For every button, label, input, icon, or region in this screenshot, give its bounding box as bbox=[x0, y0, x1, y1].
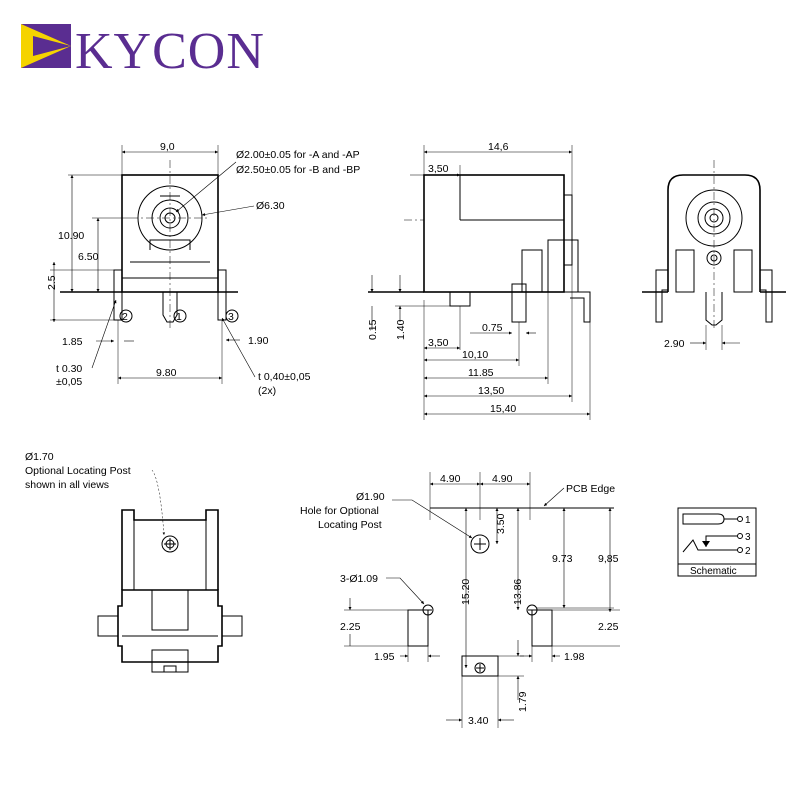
bottom-base bbox=[117, 589, 223, 663]
note-post-optional: Optional Locating Post bbox=[25, 465, 131, 477]
dim-pcb-1520: 15.20 bbox=[460, 579, 472, 605]
dim-side-1350: 13,50 bbox=[478, 385, 504, 397]
dim-side-140: 1.40 bbox=[395, 319, 407, 340]
dim-front-height-center: 6.50 bbox=[78, 251, 99, 263]
dim-side-350-bottom: 3,50 bbox=[428, 337, 449, 349]
note-post-dia: Ø1.70 bbox=[25, 451, 54, 463]
kycon-logo: KYCON bbox=[21, 23, 265, 80]
schematic-pin-contact bbox=[682, 513, 725, 525]
dim-front-pin-height: 2.5 bbox=[46, 275, 58, 290]
dim-side-350-top: 3,50 bbox=[428, 163, 449, 175]
side-view: 14,6 3,50 0.15 1.40 3,50 0.75 10,10 11.8… bbox=[367, 141, 591, 420]
dim-pcb-179: 1.79 bbox=[517, 691, 529, 712]
pcb-layout: 4.90 4.90 PCB Edge Ø1.90 Hole for Option… bbox=[300, 472, 620, 728]
dim-pin-offset-right: 1.90 bbox=[248, 335, 269, 347]
dim-pcb-1386: 13.86 bbox=[512, 579, 524, 605]
dim-pcb-350: 3.50 bbox=[495, 513, 507, 534]
schematic-frame bbox=[677, 507, 757, 577]
dim-pcb-973: 9.73 bbox=[552, 553, 573, 565]
note-pad-holes: 3-Ø1.09 bbox=[340, 573, 378, 585]
note-hole-optional: Hole for Optional bbox=[300, 505, 379, 517]
bottom-post bbox=[161, 535, 179, 553]
pin-label-circle-3 bbox=[225, 309, 239, 323]
schematic-pin-2: 2 bbox=[745, 546, 751, 557]
dim-front-span: 9.80 bbox=[156, 367, 177, 379]
schematic-pin-3: 3 bbox=[745, 532, 751, 543]
dim-pcb-340: 3.40 bbox=[468, 715, 489, 727]
bottom-view: Ø1.70 Optional Locating Post shown in al… bbox=[25, 451, 243, 673]
schematic: 1 3 2 Schematic bbox=[677, 507, 757, 577]
rear-body bbox=[667, 174, 761, 292]
label-pcb-edge: PCB Edge bbox=[566, 483, 615, 495]
dim-side-1010: 10,10 bbox=[462, 349, 488, 361]
dim-pcb-490-right: 4.90 bbox=[492, 473, 513, 485]
front-view: 2 1 3 9,0 Ø2.00±0.05 for -A and -AP Ø2.5… bbox=[46, 141, 360, 397]
dim-side-015: 0.15 bbox=[367, 319, 379, 340]
note-thickness-1a: t 0.30 bbox=[56, 363, 82, 375]
note-hole-dia: Ø1.90 bbox=[356, 491, 385, 503]
dim-front-width: 9,0 bbox=[160, 141, 175, 153]
dim-side-1540: 15,40 bbox=[490, 403, 516, 415]
schematic-pin-1: 1 bbox=[745, 515, 751, 526]
pin-label-circle-1 bbox=[173, 309, 187, 323]
dim-pcb-225-right: 2.25 bbox=[598, 621, 619, 633]
pin-label-3: 3 bbox=[228, 311, 234, 323]
note-thickness-2b: (2x) bbox=[258, 385, 276, 397]
rear-view: 2.90 bbox=[642, 160, 786, 350]
pcb-locating-hole bbox=[470, 534, 490, 554]
dim-pcb-198: 1.98 bbox=[564, 651, 585, 663]
pin-label-1: 1 bbox=[176, 311, 182, 323]
bottom-body bbox=[121, 509, 219, 590]
dim-rear-290: 2.90 bbox=[664, 338, 685, 350]
note-hole-b: Ø2.50±0.05 for -B and -BP bbox=[236, 164, 360, 176]
note-post-shown: shown in all views bbox=[25, 479, 109, 491]
front-pin-right bbox=[217, 269, 227, 321]
pcb-pad-bottom bbox=[474, 662, 486, 674]
dim-pcb-985: 9,85 bbox=[598, 553, 619, 565]
dim-side-075: 0.75 bbox=[482, 322, 503, 334]
dim-pcb-225-left: 2.25 bbox=[340, 621, 361, 633]
pin-label-circle-2 bbox=[119, 309, 133, 323]
pin-label-2: 2 bbox=[122, 311, 128, 323]
dim-side-1185: 11.85 bbox=[468, 367, 494, 379]
dim-pcb-195: 1.95 bbox=[374, 651, 395, 663]
side-pin bbox=[511, 283, 527, 323]
note-hole-post: Locating Post bbox=[318, 519, 382, 531]
logo-text: KYCON bbox=[75, 23, 265, 80]
dim-pcb-490-left: 4.90 bbox=[440, 473, 461, 485]
dim-front-height-total: 10.90 bbox=[58, 230, 84, 242]
note-thickness-1b: ±0,05 bbox=[56, 376, 82, 388]
dim-side-length: 14,6 bbox=[488, 141, 509, 153]
note-hole-a: Ø2.00±0.05 for -A and -AP bbox=[236, 149, 360, 161]
schematic-label: Schematic bbox=[690, 566, 737, 577]
note-thickness-2a: t 0,40±0,05 bbox=[258, 371, 311, 383]
note-outer-dia: Ø6.30 bbox=[256, 200, 285, 212]
side-body bbox=[423, 174, 565, 293]
dim-pin-offset-left: 1.85 bbox=[62, 336, 83, 348]
side-locating-post bbox=[449, 291, 471, 307]
logo-inner-triangle bbox=[33, 36, 71, 56]
